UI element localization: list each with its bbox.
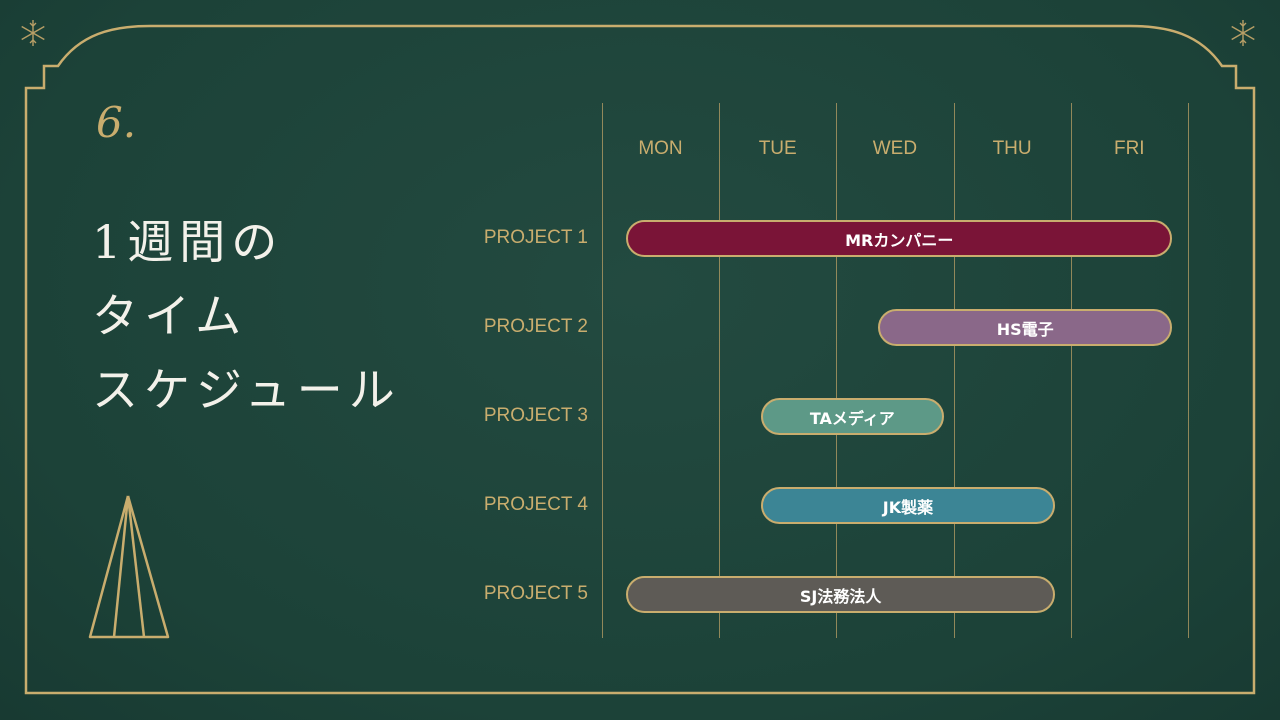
day-header-mon: MON [638,138,683,159]
title-line: タイム [92,289,248,343]
snowflake-icon [1231,20,1255,46]
project-label: PROJECT 1 [483,227,588,248]
schedule-bar[interactable]: TAメディア [760,398,944,435]
project-label: PROJECT 5 [483,583,588,604]
day-divider [836,103,837,638]
slide-title: 1週間の タイム スケジュール [92,205,401,427]
day-header-thu: THU [992,138,1032,159]
day-divider [602,103,603,638]
day-divider [954,103,955,638]
day-header-tue: TUE [758,138,797,159]
day-divider [1071,103,1072,638]
day-header-fri: FRI [1113,138,1145,159]
day-divider [1188,103,1189,638]
schedule-bar[interactable]: JK製薬 [760,487,1056,524]
schedule-bar[interactable]: MRカンパニー [626,220,1173,257]
day-header-wed: WED [872,138,918,159]
project-label: PROJECT 3 [483,405,588,426]
title-line: スケジュール [92,363,401,417]
christmas-tree-icon [88,495,170,639]
project-label: PROJECT 4 [483,494,588,515]
schedule-bar[interactable]: HS電子 [877,309,1173,346]
slide-number: 6. [96,98,137,147]
snowflake-icon [21,20,45,46]
project-label: PROJECT 2 [483,316,588,337]
schedule-bar[interactable]: SJ法務法人 [626,576,1056,613]
title-line: 1週間の [92,215,284,269]
day-divider [719,103,720,638]
